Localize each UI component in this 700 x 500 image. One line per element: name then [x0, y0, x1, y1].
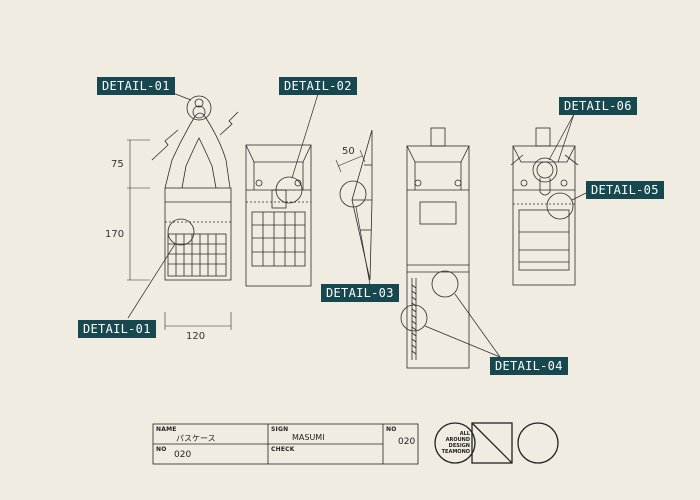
brand-logo-mark [434, 422, 559, 464]
leader-lines [127, 89, 591, 358]
callout-detail-01-top: DETAIL-01 [97, 77, 175, 95]
callout-detail-05: DETAIL-05 [586, 181, 664, 199]
title-block-no-header-left: NO [156, 446, 167, 453]
title-block-frame [152, 423, 419, 465]
dimension-height-lower: 170 [105, 229, 125, 240]
title-block-no-header-right: NO [386, 426, 397, 433]
dimension-height-upper: 75 [111, 159, 124, 170]
callout-detail-01-bottom: DETAIL-01 [78, 320, 156, 338]
title-block-no-value-left: 020 [174, 450, 192, 460]
title-block-name-header: NAME [156, 426, 177, 433]
dimension-lines [127, 139, 366, 330]
view-side [339, 129, 373, 281]
callout-detail-06: DETAIL-06 [559, 97, 637, 115]
callout-detail-04: DETAIL-04 [490, 357, 568, 375]
view-inner [400, 127, 470, 369]
brand-logo-line1: ALL [459, 431, 470, 437]
dimension-side-depth: 50 [342, 146, 355, 157]
title-block-sign-value: MASUMI [292, 433, 325, 442]
title-block-sign-header: SIGN [271, 426, 289, 433]
view-back [245, 144, 312, 287]
brand-logo-line4: TEAMONO [441, 449, 470, 455]
brand-logo-text: ALL AROUND DESIGN TEAMONO [440, 431, 470, 455]
callout-detail-02: DETAIL-02 [279, 77, 357, 95]
view-back-ring [510, 127, 579, 286]
callout-detail-03: DETAIL-03 [321, 284, 399, 302]
title-block-name-value: パスケース [176, 434, 216, 443]
brand-logo-line2: AROUND [445, 437, 470, 443]
title-block-check-header: CHECK [271, 446, 295, 453]
dimension-width: 120 [186, 331, 206, 342]
brand-logo-line3: DESIGN [448, 443, 470, 449]
title-block-no-value-right: 020 [398, 437, 416, 447]
view-front-carabiner [151, 95, 239, 281]
